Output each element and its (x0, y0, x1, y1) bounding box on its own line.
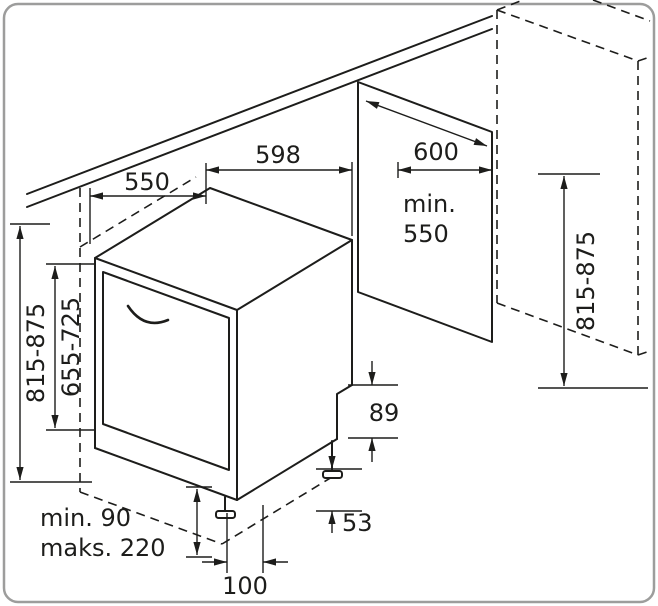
niche-top-back-edge (592, 0, 651, 22)
floor-right-edge (221, 473, 338, 545)
door-handle (126, 304, 170, 325)
niche-bottom-right-back-edge (637, 350, 651, 356)
dishwasher-bottom-front-edge (94, 447, 238, 501)
dim-600: 600 (365, 100, 488, 166)
dim-655-725: 655-725 (46, 263, 94, 431)
dishwasher-bottom-right-edge (236, 438, 338, 501)
front-foot-pad (215, 510, 236, 519)
niche-top-front-edge (496, 9, 639, 62)
dishwasher-rear-notch (336, 384, 353, 440)
dim-815r-label: 815-875 (572, 231, 600, 331)
dim-plinth-range: min. 90 maks. 220 (40, 486, 212, 562)
dishwasher (94, 187, 353, 519)
dim-598: 598 (206, 141, 353, 236)
dim-550: 550 (89, 163, 207, 244)
dim-plinth-max-label: maks. 220 (40, 534, 166, 562)
dim-100: 100 (202, 505, 288, 600)
dim-600-label: 600 (413, 138, 459, 166)
left-niche-top-edge (79, 176, 197, 248)
worktop-back-line (26, 15, 493, 195)
dim-598-label: 598 (255, 141, 301, 169)
dim-815l-label: 815-875 (22, 303, 50, 403)
rear-foot-pad (322, 470, 343, 479)
dishwasher-door (102, 271, 230, 471)
dim-plinth-min-label: min. 90 (40, 504, 131, 532)
worktop-front-line (26, 28, 493, 208)
dim-815-875-left: 815-875 (10, 223, 92, 483)
niche-top-right-back-edge (637, 56, 651, 62)
dim-89: 89 (348, 361, 399, 462)
dim-600-arrow (365, 100, 488, 147)
dim-min550-value-label: 550 (403, 220, 449, 248)
dim-min550-prefix-label: min. (403, 190, 456, 218)
dim-550-label: 550 (124, 168, 170, 196)
dim-89-label: 89 (369, 399, 400, 427)
dim-815-875-right: 815-875 (538, 173, 648, 389)
niche-bottom-front-edge (496, 302, 639, 356)
dim-53-label: 53 (342, 509, 373, 537)
dim-655-label: 655-725 (57, 297, 85, 397)
dim-min-550: min. 550 (397, 162, 492, 248)
worktop-edge (26, 15, 493, 208)
dim-100-label: 100 (222, 572, 268, 600)
dim-53: 53 (316, 447, 373, 537)
niche-top-left-back-edge (496, 0, 524, 11)
